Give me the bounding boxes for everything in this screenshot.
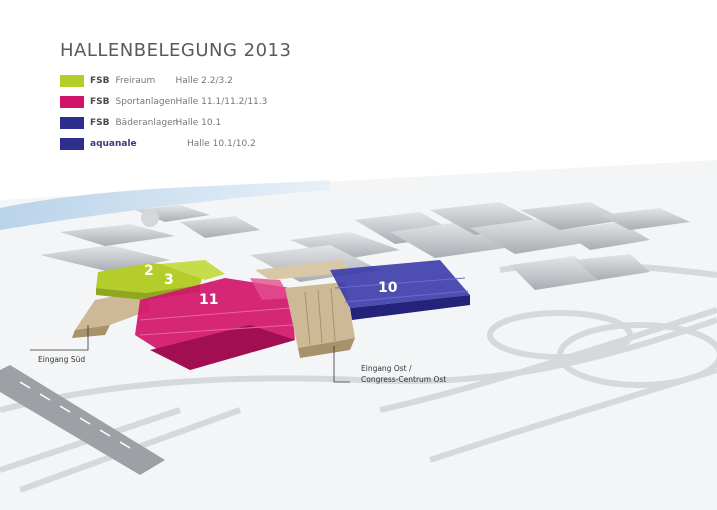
hall-label-10: 10	[378, 280, 398, 296]
callout-lines	[30, 325, 350, 383]
legend-row-baederanlagen: FSB Bäderanlagen Halle 10.1	[60, 116, 360, 130]
legend-prefix: FSB	[90, 118, 110, 128]
label-congress-centrum-ost: Congress-Centrum Ost	[361, 375, 446, 384]
hall-sport-11	[135, 278, 295, 370]
hall-label-2: 2	[144, 263, 154, 279]
river	[0, 180, 330, 230]
legend-row-aquanale: aquanale Halle 10.1/10.2	[60, 137, 360, 151]
legend-row-sportanlagen: FSB Sportanlagen Halle 11.1/11.2/11.3	[60, 95, 360, 109]
exhibition-site-map: 2 3 11 10 Eingang Süd Eingang Ost / Cong…	[0, 160, 717, 510]
legend-category: Bäderanlagen	[115, 118, 179, 128]
entrance-south	[72, 290, 150, 338]
hall-freiraum-2-3	[96, 260, 225, 300]
legend-halls: Halle 10.1	[175, 118, 222, 128]
legend-brand: aquanale	[90, 139, 137, 149]
entrance-east	[255, 260, 355, 358]
label-eingang-sued: Eingang Süd	[38, 355, 85, 364]
other-halls	[40, 202, 690, 290]
runway-markings	[19, 381, 131, 449]
legend-category: Sportanlagen	[115, 97, 176, 107]
legend-swatch-sportanlagen	[60, 96, 84, 108]
page-title: HALLENBELEGUNG 2013	[60, 40, 292, 61]
legend-category: Freiraum	[115, 76, 156, 86]
legend-halls: Halle 10.1/10.2	[187, 139, 256, 149]
legend-prefix: FSB	[90, 97, 110, 107]
legend-halls: Halle 11.1/11.2/11.3	[175, 97, 268, 107]
legend-row-freiraum: FSB Freiraum Halle 2.2/3.2	[60, 74, 360, 88]
label-eingang-ost: Eingang Ost /	[361, 364, 412, 373]
legend-swatch-baederanlagen	[60, 117, 84, 129]
hall-label-3: 3	[164, 272, 174, 288]
legend-swatch-aquanale	[60, 138, 84, 150]
legend-prefix: FSB	[90, 76, 110, 86]
hall-baeder-10	[330, 260, 470, 320]
legend-swatch-freiraum	[60, 75, 84, 87]
legend-halls: Halle 2.2/3.2	[175, 76, 233, 86]
legend: FSB Freiraum Halle 2.2/3.2 FSB Sportanla…	[60, 74, 360, 158]
hall-label-11: 11	[199, 292, 218, 308]
